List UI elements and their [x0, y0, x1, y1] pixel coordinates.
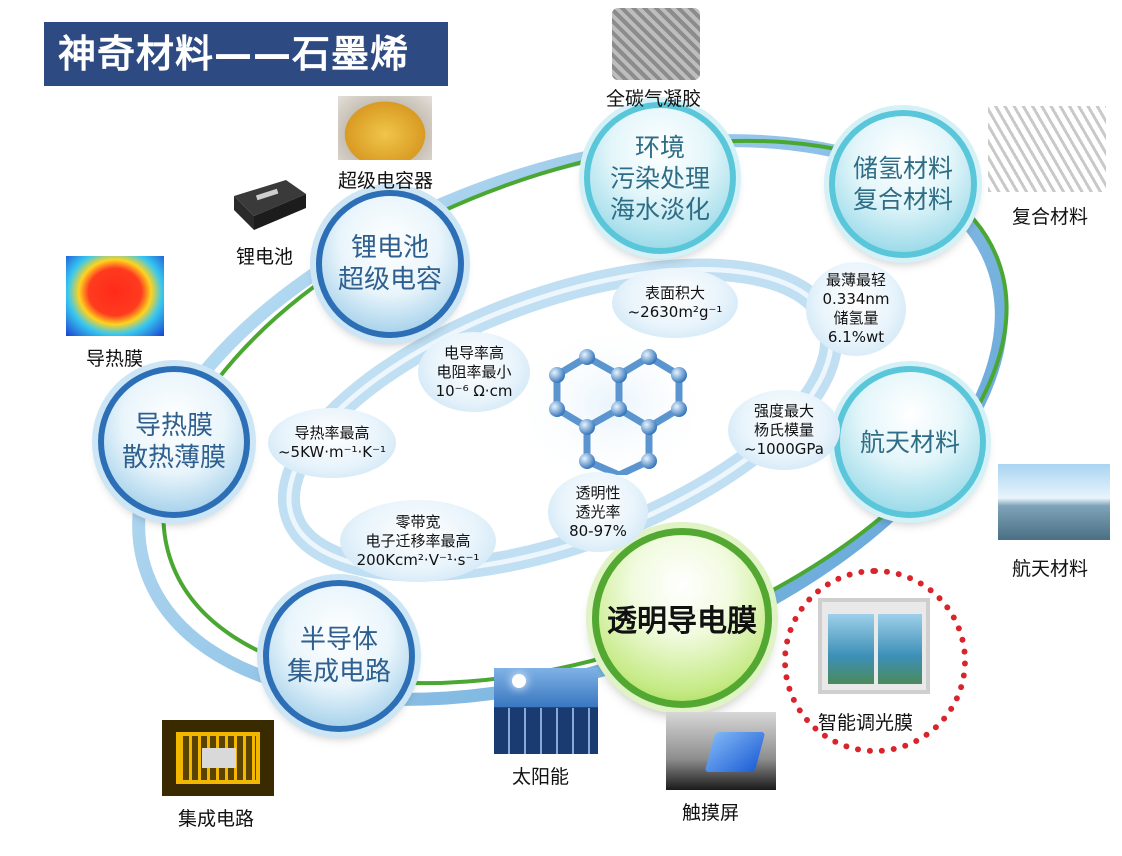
bandgap-line1: 零带宽: [395, 512, 441, 531]
surface-line1: 表面积大: [644, 284, 705, 302]
strength-line1: 强度最大: [753, 401, 814, 420]
solar-panel-image: [494, 668, 598, 754]
thin-line4: 6.1%wt: [827, 328, 885, 346]
hub-semi-line2: 集成电路: [286, 657, 391, 687]
smart-film-highlight: [782, 568, 968, 754]
thin-line3: 储氢量: [833, 309, 879, 327]
hub-aerospace: 航天材料: [834, 366, 986, 518]
property-thinnest: 最薄最轻 0.334nm 储氢量 6.1%wt: [806, 262, 906, 356]
hub-thermal-line2: 散热薄膜: [121, 443, 226, 473]
bandgap-line2: 电子迁移率最高: [365, 531, 471, 550]
hub-battery: 锂电池 超级电容: [316, 190, 464, 338]
hub-env-line2: 污染处理: [609, 163, 710, 193]
hub-aero-label: 航天材料: [859, 427, 960, 457]
composite-image: [988, 106, 1106, 192]
aerogel-image: [612, 8, 700, 80]
hub-hydrogen-storage: 储氢材料 复合材料: [829, 110, 977, 258]
conduct-line2: 电阻率最小: [436, 362, 512, 381]
hub-semi-line1: 半导体: [299, 625, 378, 655]
hub-env-line1: 环境: [634, 132, 685, 162]
thermal-film-label: 导热膜: [86, 348, 144, 370]
supercapacitor-image: [338, 96, 432, 160]
solar-label: 太阳能: [512, 766, 570, 788]
composite-label: 复合材料: [1012, 206, 1089, 228]
hub-env-line3: 海水淡化: [609, 194, 710, 224]
aerogel-label: 全碳气凝胶: [606, 88, 702, 110]
touchscreen-label: 触摸屏: [682, 802, 740, 824]
hub-transparent-label: 透明导电膜: [607, 604, 757, 639]
hub-hydrogen-line2: 复合材料: [852, 185, 953, 214]
aerospace-label: 航天材料: [1012, 558, 1089, 580]
integrated-circuit-label: 集成电路: [178, 808, 255, 830]
smart-window-image: [818, 598, 930, 694]
graphene-lattice-image: [527, 335, 697, 475]
aerospace-image: [998, 464, 1110, 540]
transparency-line3: 80-97%: [569, 521, 627, 540]
heat-line1: 导热率最高: [294, 424, 370, 442]
hub-hydrogen-line1: 储氢材料: [852, 154, 953, 183]
conduct-line3: 10⁻⁶ Ω·cm: [435, 381, 513, 400]
touchscreen-image: [666, 712, 776, 790]
thin-line2: 0.334nm: [822, 290, 890, 308]
property-surface-area: 表面积大 ~2630m²g⁻¹: [612, 268, 738, 338]
property-strength: 强度最大 杨氏模量 ~1000GPa: [728, 390, 840, 470]
thin-line1: 最薄最轻: [825, 271, 886, 289]
property-thermal-conductivity: 导热率最高 ~5KW·m⁻¹·K⁻¹: [268, 408, 396, 478]
conduct-line1: 电导率高: [443, 343, 504, 362]
hub-thermal-line1: 导热膜: [134, 411, 213, 441]
hub-environment: 环境 污染处理 海水淡化: [584, 102, 736, 254]
smart-film-label: 智能调光膜: [818, 712, 914, 734]
page-title: 神奇材料——石墨烯: [44, 22, 448, 86]
hub-battery-line2: 超级电容: [337, 265, 442, 295]
heat-line2: ~5KW·m⁻¹·K⁻¹: [277, 443, 387, 461]
hub-semiconductor: 半导体 集成电路: [263, 580, 415, 732]
lithium-battery-image: [234, 180, 306, 230]
hub-thermal-film: 导热膜 散热薄膜: [98, 366, 250, 518]
surface-line2: ~2630m²g⁻¹: [627, 303, 723, 321]
property-zero-bandgap: 零带宽 电子迁移率最高 200Kcm²·V⁻¹·s⁻¹: [340, 500, 496, 582]
thermal-film-image: [66, 256, 164, 336]
supercapacitor-label: 超级电容器: [338, 170, 434, 192]
bandgap-line3: 200Kcm²·V⁻¹·s⁻¹: [356, 550, 480, 569]
transparency-line1: 透明性: [575, 483, 621, 502]
hub-battery-line1: 锂电池: [350, 233, 429, 263]
transparency-line2: 透光率: [575, 502, 621, 521]
strength-line2: 杨氏模量: [753, 420, 814, 439]
integrated-circuit-image: [162, 720, 274, 796]
hub-transparent-film: 透明导电膜: [592, 528, 772, 708]
property-conductivity: 电导率高 电阻率最小 10⁻⁶ Ω·cm: [418, 332, 530, 412]
strength-line3: ~1000GPa: [744, 439, 824, 458]
lithium-battery-label: 锂电池: [236, 246, 294, 268]
property-transparency: 透明性 透光率 80-97%: [548, 472, 648, 552]
